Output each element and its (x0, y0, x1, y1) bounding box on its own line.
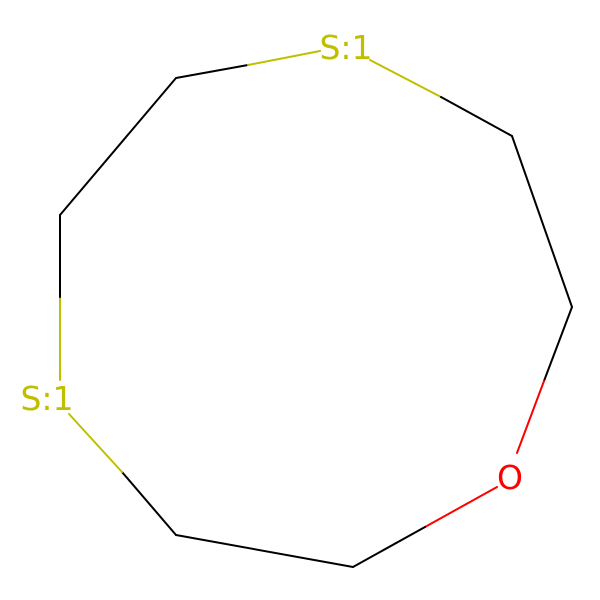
atom-label-oxygen: O (497, 458, 523, 497)
bond-c6-s-top (175, 64, 249, 79)
bond-c4-s-left (121, 471, 177, 536)
atom-label-sulfur-top: S:1 (319, 28, 372, 67)
bond-c2-o (516, 380, 545, 454)
atom-label-sulfur-left: S:1 (20, 379, 73, 418)
bond-c3-c4 (175, 534, 354, 568)
bond-c5-c6 (59, 77, 177, 216)
bond-c4-s-left (68, 413, 123, 473)
bond-o-c3 (352, 526, 426, 568)
atom-labels: S:1 O S:1 (20, 28, 523, 497)
bond-o-c3 (424, 486, 498, 528)
bond-c2-o (543, 306, 573, 382)
bond-s-top-c1 (369, 59, 442, 98)
bond-s-top-c1 (440, 96, 513, 137)
bonds (59, 50, 573, 568)
bond-c6-s-top (247, 50, 321, 66)
bond-c1-c2 (511, 135, 573, 308)
